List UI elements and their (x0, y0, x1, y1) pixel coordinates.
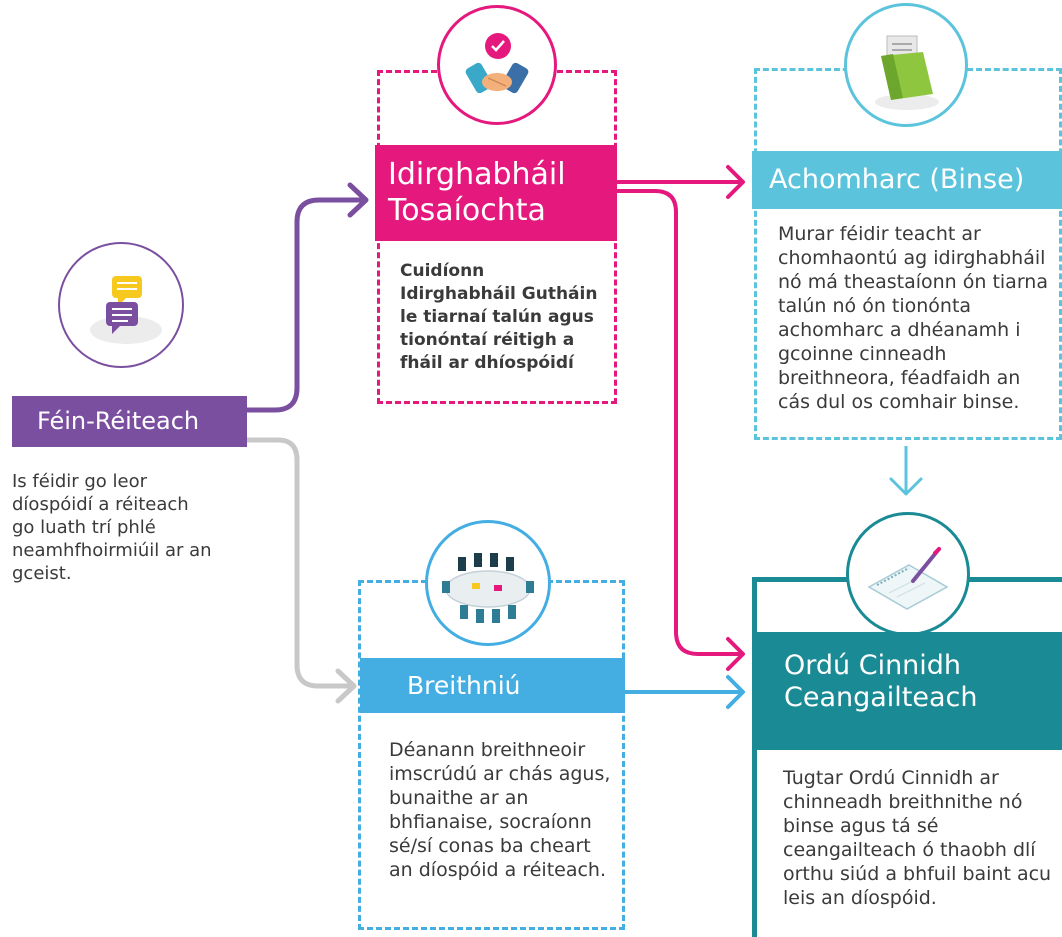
arrow-mediation-to-order-head (726, 637, 745, 671)
adjudication-title-bar: Breithniú (360, 658, 625, 713)
appeal-title: Achomharc (Binse) (769, 164, 1025, 195)
arrow-self-to-mediation (247, 197, 362, 413)
arrow-appeal-to-order-head (889, 477, 923, 496)
adjudication-icon-circle (425, 520, 551, 646)
arrow-self-to-mediation-head (347, 182, 369, 218)
mediation-title: Idirghabháil Tosaíochta (388, 157, 566, 228)
self-title-bar: Féin-Réiteach (12, 396, 247, 447)
adjudication-description: Déanann breithneoir imscrúdú ar chás agu… (389, 739, 611, 881)
arrow-adjudication-to-order-head (726, 675, 745, 709)
arrow-self-to-adjudication-head (335, 668, 357, 704)
chat-bubbles-icon (90, 276, 162, 344)
self-description: Is féidir go leor díospóidí a réiteach g… (12, 471, 212, 584)
notepad-icon (867, 547, 949, 610)
appeal-icon-circle (844, 3, 968, 127)
adjudication-title: Breithniú (407, 671, 521, 700)
appeal-description: Murar féidir teacht ar chomhaontú ag idi… (778, 223, 1048, 413)
folder-icon (875, 35, 939, 110)
meeting-table-icon (442, 553, 534, 623)
handshake-icon (465, 33, 529, 94)
arrow-mediation-to-order (617, 189, 740, 656)
order-title: Ordú Cinnidh Ceangailteach (784, 650, 978, 713)
mediation-icon-circle (437, 5, 557, 125)
arrow-mediation-to-appeal-head (726, 165, 745, 199)
order-icon-circle (846, 512, 970, 636)
mediation-title-bar: Idirghabháil Tosaíochta (375, 145, 617, 241)
order-description: Tugtar Ordú Cinnidh ar chinneadh breithn… (783, 767, 1052, 909)
self-icon-circle (58, 242, 184, 368)
arrow-self-to-adjudication (247, 437, 350, 689)
mediation-description: Cuidíonn Idirghabháil Gutháin le tiarnaí… (400, 261, 598, 373)
self-title: Féin-Réiteach (37, 407, 200, 435)
appeal-title-bar: Achomharc (Binse) (752, 151, 1062, 209)
order-title-bar: Ordú Cinnidh Ceangailteach (752, 632, 1062, 750)
